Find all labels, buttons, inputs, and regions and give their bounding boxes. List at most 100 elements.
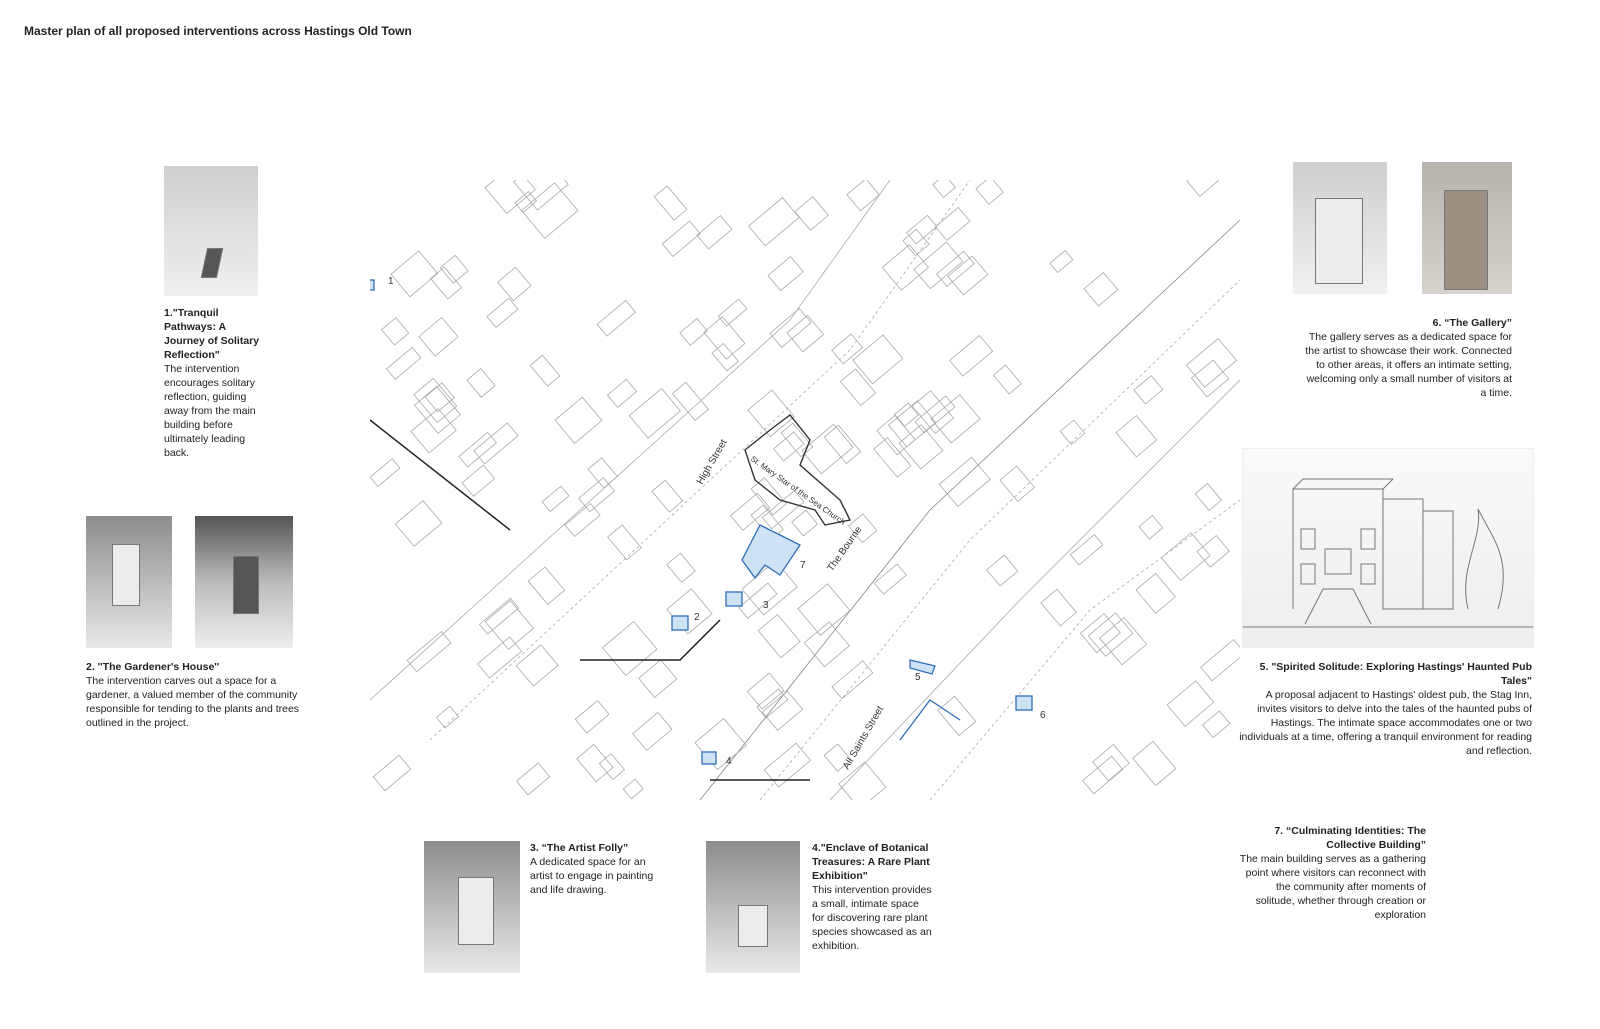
intervention-body: The gallery serves as a dedicated space … bbox=[1305, 331, 1512, 399]
page-title: Master plan of all proposed intervention… bbox=[24, 24, 412, 38]
building-footprint bbox=[653, 185, 688, 221]
building-footprint bbox=[780, 422, 814, 458]
building-footprint bbox=[1200, 639, 1240, 682]
building-footprint bbox=[541, 485, 570, 513]
intervention-body: The intervention encourages solitary ref… bbox=[164, 363, 256, 459]
map-marker-6: 6 bbox=[1040, 710, 1046, 721]
building-footprint bbox=[1049, 249, 1074, 274]
building-footprint bbox=[632, 711, 673, 752]
building-footprint bbox=[574, 700, 610, 734]
intervention-heading: 4."Enclave of Botanical Treasures: A Rar… bbox=[812, 842, 930, 882]
building-footprint bbox=[1196, 534, 1230, 568]
building-footprint bbox=[847, 513, 878, 544]
building-footprint bbox=[986, 554, 1019, 587]
building-footprint bbox=[458, 431, 498, 468]
building-footprint bbox=[934, 206, 971, 241]
building-footprint bbox=[486, 297, 519, 329]
building-footprint bbox=[938, 456, 991, 508]
model-photo-2a bbox=[86, 516, 172, 648]
building-footprint bbox=[385, 346, 422, 380]
building-footprint bbox=[902, 228, 930, 257]
building-footprint bbox=[606, 378, 638, 408]
building-footprint bbox=[999, 465, 1036, 502]
building-footprint bbox=[413, 377, 458, 424]
building-footprint bbox=[466, 367, 496, 398]
building-footprint bbox=[435, 705, 460, 729]
intervention-4: 4."Enclave of Botanical Treasures: A Rar… bbox=[812, 841, 932, 953]
building-footprint bbox=[801, 423, 854, 475]
building-footprint bbox=[747, 389, 795, 438]
model-photo-4 bbox=[706, 841, 800, 973]
building-footprint bbox=[761, 690, 804, 731]
building-footprint bbox=[930, 394, 981, 444]
building-footprint bbox=[554, 396, 603, 444]
model-shape bbox=[458, 877, 494, 945]
building-footprint bbox=[823, 743, 852, 772]
building-footprint bbox=[831, 333, 864, 365]
building-footprint bbox=[666, 552, 696, 583]
intervention-body: A proposal adjacent to Hastings' oldest … bbox=[1239, 689, 1532, 757]
building-footprint bbox=[1115, 415, 1158, 458]
building-footprint bbox=[628, 387, 681, 439]
building-footprint bbox=[1132, 740, 1177, 787]
building-footprint bbox=[514, 191, 538, 213]
building-footprint bbox=[729, 492, 771, 531]
intervention-heading: 5. "Spirited Solitude: Exploring Hasting… bbox=[1259, 661, 1532, 687]
building-footprint bbox=[394, 500, 443, 547]
building-footprint bbox=[527, 566, 566, 606]
building-footprint bbox=[1160, 532, 1211, 582]
model-photo-6a bbox=[1293, 162, 1387, 294]
intervention-3: 3. “The Artist Folly” A dedicated space … bbox=[530, 841, 660, 897]
intervention-heading: 6. “The Gallery” bbox=[1432, 317, 1512, 329]
map-marker-5: 5 bbox=[915, 672, 921, 683]
building-footprint bbox=[679, 317, 708, 346]
building-footprint bbox=[477, 636, 523, 679]
building-footprint bbox=[390, 250, 439, 298]
building-footprint bbox=[838, 761, 887, 800]
map-marker-4: 4 bbox=[726, 756, 732, 767]
building-footprint bbox=[1069, 534, 1104, 566]
site-plan-map: High Street The Bourne All Saints Street… bbox=[370, 180, 1240, 800]
building-footprint bbox=[894, 402, 919, 427]
building-footprint bbox=[906, 214, 938, 245]
building-footprint bbox=[1083, 271, 1119, 307]
building-footprint bbox=[1185, 337, 1238, 388]
building-footprint bbox=[520, 182, 579, 239]
intervention-body: The main building serves as a gathering … bbox=[1239, 853, 1426, 921]
building-footprint bbox=[786, 314, 825, 353]
building-footprint bbox=[757, 613, 801, 659]
building-footprint bbox=[873, 437, 912, 478]
building-footprint bbox=[750, 477, 787, 516]
building-footprint bbox=[1135, 572, 1176, 614]
intervention-sites bbox=[370, 279, 1033, 765]
building-footprint bbox=[881, 244, 930, 291]
pathway-lines bbox=[370, 419, 810, 781]
building-footprint bbox=[1138, 514, 1164, 540]
stag-inn-elevation-drawing bbox=[1243, 478, 1533, 628]
site-marker-1 bbox=[370, 279, 375, 291]
building-footprint bbox=[596, 299, 637, 337]
model-shape bbox=[200, 248, 224, 278]
building-footprint bbox=[1040, 588, 1077, 627]
building-footprint bbox=[497, 266, 532, 302]
building-footprint bbox=[1082, 755, 1124, 795]
site-marker-5 bbox=[909, 659, 936, 675]
building-footprint bbox=[932, 180, 956, 198]
building-footprints bbox=[370, 180, 1240, 800]
building-footprint bbox=[439, 254, 469, 284]
path-line bbox=[899, 699, 961, 741]
building-footprint bbox=[1186, 180, 1220, 197]
model-shape bbox=[1315, 198, 1363, 284]
building-footprint bbox=[717, 298, 748, 327]
building-footprint bbox=[914, 395, 956, 434]
building-footprint bbox=[913, 241, 964, 290]
building-footprint bbox=[748, 197, 800, 247]
building-footprint bbox=[947, 255, 989, 296]
building-footprint bbox=[703, 316, 746, 360]
church-outline bbox=[744, 414, 852, 526]
building-footprint bbox=[873, 563, 907, 595]
model-shape bbox=[738, 905, 768, 947]
building-footprint bbox=[911, 390, 955, 435]
building-footprint bbox=[898, 424, 944, 470]
intervention-heading: 1."Tranquil Pathways: A Journey of Solit… bbox=[164, 307, 260, 361]
